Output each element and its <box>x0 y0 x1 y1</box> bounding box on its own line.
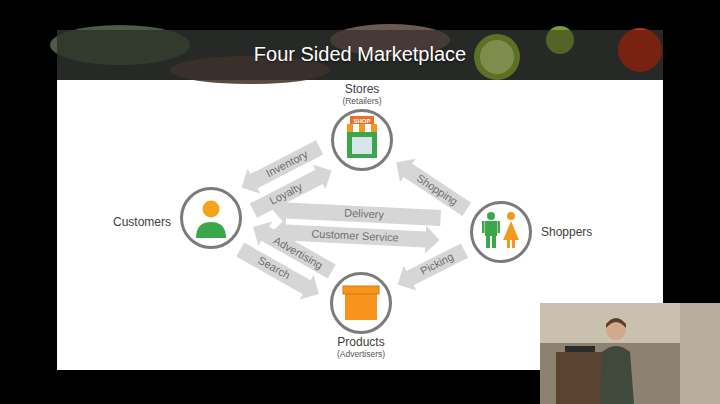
edge-label: Search <box>255 254 292 282</box>
node-heading: Shoppers <box>541 225 592 239</box>
node-circle: Products(Advertisers) <box>330 272 392 334</box>
node-label-group: Shoppers <box>541 225 592 239</box>
node-subheading: (Advertisers) <box>337 349 385 360</box>
node-heading: Customers <box>113 215 171 229</box>
edge-label: Loyalty <box>268 180 305 208</box>
node-label-group: Stores(Retailers) <box>342 82 381 107</box>
connector-arrow <box>273 197 442 227</box>
node-label-group: Customers <box>113 215 171 229</box>
slide-title: Four Sided Marketplace <box>57 42 663 66</box>
speaker-video-inset <box>540 303 720 404</box>
edge-label: Customer Service <box>311 227 399 244</box>
customer-icon <box>196 201 226 239</box>
store-icon <box>347 116 377 158</box>
connector-arrow <box>398 243 469 290</box>
node-label-group: Products(Advertisers) <box>337 335 385 360</box>
node-subheading: (Retailers) <box>342 96 381 107</box>
node-circle: Shoppers <box>470 201 532 263</box>
edge-label: Picking <box>418 251 456 279</box>
node-heading: Stores <box>342 82 381 96</box>
node-circle: Customers <box>180 187 242 249</box>
connector-arrow <box>396 159 471 216</box>
shop-sign-text: SHOP <box>353 117 370 124</box>
edge-label: Shopping <box>414 172 460 209</box>
product-box-icon <box>343 286 379 320</box>
node-heading: Products <box>337 335 385 349</box>
shoppers-icon <box>482 212 519 248</box>
banner-photo <box>50 24 663 84</box>
edge-label: Inventory <box>264 148 310 180</box>
edge-label: Delivery <box>343 207 383 222</box>
